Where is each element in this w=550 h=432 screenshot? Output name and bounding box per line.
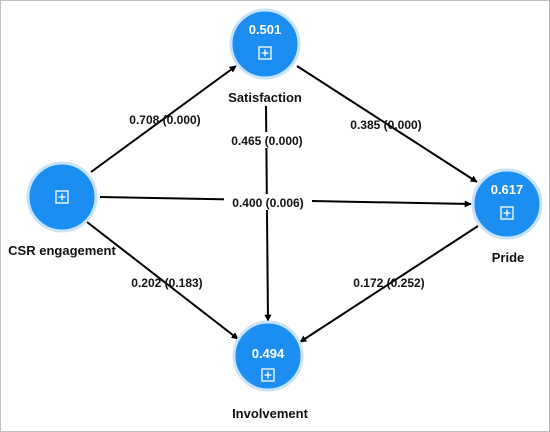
node-value: 0.617 xyxy=(491,182,524,197)
plus-square-icon[interactable] xyxy=(55,190,69,204)
edge-label-satisfaction-involvement: 0.465 (0.000) xyxy=(227,132,311,148)
edge-label-pride-involvement: 0.172 (0.252) xyxy=(353,276,424,290)
node-satisfaction[interactable]: 0.501 Satisfaction xyxy=(228,8,302,105)
edge-label-text: 0.202 (0.183) xyxy=(131,276,202,290)
edge-pride-involvement xyxy=(299,225,479,343)
plus-square-icon[interactable] xyxy=(258,46,272,60)
edge-label-text: 0.172 (0.252) xyxy=(353,276,424,290)
edge-label-csr-satisfaction: 0.708 (0.000) xyxy=(129,113,200,127)
plus-square-icon[interactable] xyxy=(500,206,514,220)
node-pride[interactable]: 0.617 Pride xyxy=(471,168,543,265)
edge-satisfaction-pride xyxy=(296,65,478,183)
node-csr-engagement[interactable]: CSR engagement xyxy=(8,161,116,258)
edge-label-csr-involvement: 0.202 (0.183) xyxy=(131,276,202,290)
node-label: Involvement xyxy=(232,406,309,421)
edge-label-csr-pride: 0.400 (0.006) xyxy=(224,194,312,210)
node-value: 0.501 xyxy=(249,22,282,37)
edge-label-text: 0.385 (0.000) xyxy=(350,118,421,132)
edge-csr-involvement xyxy=(86,221,239,340)
edge-label-text: 0.708 (0.000) xyxy=(129,113,200,127)
edge-label-satisfaction-pride: 0.385 (0.000) xyxy=(350,118,421,132)
node-circle[interactable] xyxy=(471,168,543,240)
node-label: Pride xyxy=(492,250,525,265)
edge-label-text: 0.465 (0.000) xyxy=(231,134,302,148)
node-value: 0.494 xyxy=(252,346,285,361)
plus-square-icon[interactable] xyxy=(261,368,275,382)
node-circle[interactable] xyxy=(229,8,301,80)
node-circle[interactable] xyxy=(232,320,304,392)
node-label: CSR engagement xyxy=(8,243,116,258)
node-label: Satisfaction xyxy=(228,90,302,105)
node-involvement[interactable]: 0.494 Involvement xyxy=(232,320,309,421)
edge-label-text: 0.400 (0.006) xyxy=(232,196,303,210)
edge-csr-satisfaction xyxy=(90,65,237,173)
